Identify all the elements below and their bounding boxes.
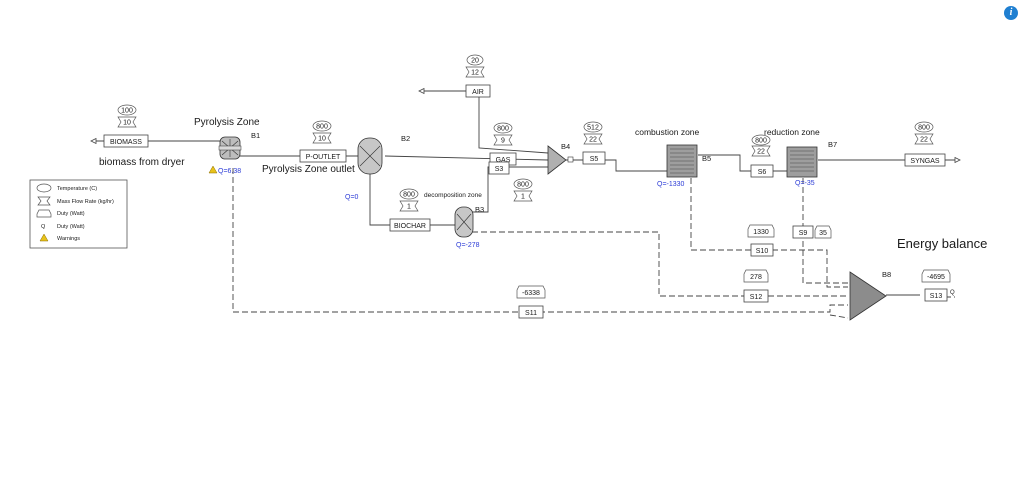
b4-mixer[interactable] [547, 145, 574, 175]
warning-icon [39, 233, 49, 242]
stream-s10-name: S10 [756, 248, 769, 255]
stream-poutlet[interactable] [299, 149, 347, 163]
syngas-flow: 22 [920, 137, 928, 144]
air-flow: 12 [471, 70, 479, 77]
gas-temp: 800 [497, 126, 509, 133]
value-tags: 100 10 800 10 20 12 800 9 800 1 800 1 51… [117, 54, 951, 299]
poutlet-flow: 10 [318, 136, 326, 143]
stream-s5[interactable] [582, 151, 606, 165]
legend-duty-q: Duty (Watt) [57, 224, 85, 230]
duty-b2: Q=0 [345, 194, 359, 201]
s5-flow: 22 [589, 137, 597, 144]
legend-warnings: Warnings [57, 236, 80, 242]
b7-reduction[interactable] [786, 146, 818, 178]
stream-syngas-name: SYNGAS [910, 158, 940, 165]
heat-streams [232, 168, 955, 319]
label-pyrolysis-zone: Pyrolysis Zone [194, 117, 260, 128]
stream-s6-name: S6 [758, 169, 767, 176]
stream-biochar-name: BIOCHAR [394, 223, 426, 230]
b3-reactor[interactable] [454, 206, 474, 238]
duty-legend-icon [36, 209, 52, 218]
stream-air-name: AIR [472, 89, 484, 96]
stream-syngas[interactable] [904, 153, 946, 167]
s13-duty: -4695 [927, 274, 945, 281]
stream-s12[interactable] [743, 289, 769, 303]
label-combustion-zone: combustion zone [635, 127, 700, 137]
block-labels: B1 B2 B3 B4 B5 B7 B8 [251, 131, 891, 279]
legend: Temperature (C) Mass Flow Rate (kg/hr) D… [29, 179, 128, 249]
stream-s12-name: S12 [750, 294, 763, 301]
stream-s3[interactable] [488, 161, 510, 175]
stream-s13-name: S13 [930, 293, 943, 300]
stream-gas-name: GAS [496, 157, 511, 164]
s11-duty: -6338 [522, 290, 540, 297]
duty-b3: Q=-278 [456, 242, 480, 249]
legend-q-symbol: Q [41, 224, 46, 230]
label-reduction-zone: reduction zone [764, 127, 820, 137]
duty-b5: Q=-1330 [657, 181, 685, 188]
air-temp: 20 [471, 58, 479, 65]
label-pyrolysis-outlet: Pyrolysis Zone outlet [262, 164, 355, 175]
b1-warning-icon [208, 165, 218, 174]
block-b2: B2 [401, 134, 410, 143]
b8-mixer[interactable] [849, 271, 887, 321]
biochar-temp: 800 [403, 192, 415, 199]
legend-duty: Duty (Watt) [57, 211, 85, 217]
block-b8: B8 [882, 270, 891, 279]
stream-s9[interactable] [792, 225, 814, 239]
b1-reactor[interactable] [218, 136, 242, 160]
legend-temperature: Temperature (C) [57, 186, 97, 192]
s3-flow: 1 [521, 194, 525, 201]
stream-s9-name: S9 [799, 230, 808, 237]
duty-b1: Q=6.38 [218, 168, 241, 175]
stream-biomass[interactable] [103, 134, 149, 148]
stream-s5-name: S5 [590, 156, 599, 163]
stream-s6[interactable] [750, 164, 774, 178]
biomass-flow: 10 [123, 120, 131, 127]
s6-flow: 22 [757, 149, 765, 156]
poutlet-temp: 800 [316, 124, 328, 131]
s5-temp: 512 [587, 125, 599, 132]
b2-separator[interactable] [357, 137, 383, 175]
info-icon[interactable]: i [1004, 6, 1018, 20]
stream-biomass-name: BIOMASS [110, 139, 142, 146]
stream-s11-name: S11 [525, 310, 537, 317]
stream-s13[interactable] [924, 288, 948, 302]
stream-air[interactable] [465, 84, 491, 98]
s13-q-symbol: Q [950, 290, 955, 296]
biomass-temp: 100 [121, 108, 133, 115]
block-b5: B5 [702, 154, 711, 163]
temperature-legend-icon [36, 183, 52, 193]
block-b1: B1 [251, 131, 260, 140]
block-b3: B3 [475, 205, 484, 214]
stream-poutlet-name: P-OUTLET [306, 154, 341, 161]
s12-duty: 278 [750, 274, 762, 281]
label-energy-balance: Energy balance [897, 236, 987, 251]
syngas-temp: 800 [918, 125, 930, 132]
s9-duty: 35 [819, 230, 827, 237]
stream-s3-name: S3 [495, 166, 504, 173]
stream-s10[interactable] [750, 243, 774, 257]
block-b7: B7 [828, 140, 837, 149]
s3-temp: 800 [517, 182, 529, 189]
duty-labels: Q=6.38 Q=0 Q=-278 Q=-1330 Q=-35 [208, 165, 815, 249]
block-b4: B4 [561, 142, 570, 151]
label-decomposition-zone: decomposition zone [424, 192, 482, 199]
legend-mass-flow: Mass Flow Rate (kg/hr) [57, 199, 114, 205]
stream-s11[interactable] [518, 305, 544, 319]
stream-tags: BIOMASS P-OUTLET AIR GAS BIOCHAR S3 S5 S… [103, 84, 955, 319]
b5-combustion[interactable] [666, 144, 698, 178]
zone-labels: Pyrolysis Zone biomass from dryer Pyroly… [99, 117, 987, 251]
s10-duty: 1330 [753, 229, 769, 236]
duty-b7: Q=-35 [795, 180, 815, 187]
label-biomass-from-dryer: biomass from dryer [99, 157, 185, 168]
stream-biochar[interactable] [389, 218, 431, 232]
mass-flow-legend-icon [37, 196, 51, 206]
s6-temp: 800 [755, 138, 767, 145]
biochar-flow: 1 [407, 204, 411, 211]
gas-flow: 9 [501, 138, 505, 145]
